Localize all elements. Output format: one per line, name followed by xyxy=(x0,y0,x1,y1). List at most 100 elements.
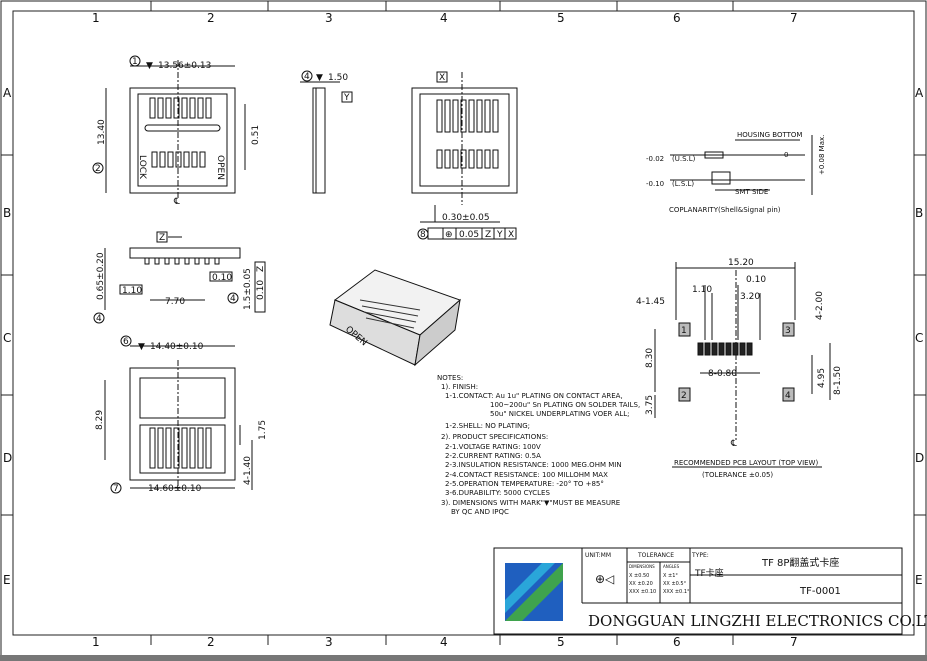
tb-type-label: TYPE: xyxy=(691,552,709,559)
open-view-callout-top: 6 xyxy=(123,337,129,347)
pcb-signal-pads xyxy=(697,342,753,356)
company-logo xyxy=(505,563,563,621)
row-label-D-right: D xyxy=(915,451,924,465)
front-view-callout-left-circle xyxy=(93,312,105,324)
side-view xyxy=(300,81,353,194)
row-label-A: A xyxy=(3,86,12,100)
note-line: 1-1.CONTACT: Au 1u" PLATING ON CONTACT A… xyxy=(445,392,623,400)
note-line: 3-6.DURABILITY: 5000 CYCLES xyxy=(445,489,550,497)
col-label-5-bottom: 5 xyxy=(557,635,565,649)
front-view-callout-left: 4 xyxy=(96,314,102,324)
front-view-dim-pin: 1.5±0.05 xyxy=(243,268,253,310)
top-view-callout-circle xyxy=(129,55,141,67)
row-label-C-right: C xyxy=(915,331,923,345)
note-line: 100~200u" Sn PLATING ON SOLDER TAILS, xyxy=(490,401,640,409)
row-label-A-right: A xyxy=(915,86,924,100)
grid-ticks xyxy=(1,1,926,645)
tb-angle-row: XXX ±0.1° xyxy=(663,589,690,595)
top-view-width: 13.56±0.13 xyxy=(158,61,211,71)
row-label-E-right: E xyxy=(915,573,923,587)
pcb-d5: 4-2.00 xyxy=(815,291,825,320)
iso-view-contacts xyxy=(359,299,421,329)
tb-angle-row: X ±1° xyxy=(663,573,678,579)
notes-block: NOTES: 1). FINISH: 1-1.CONTACT: Au 1u" P… xyxy=(437,374,640,516)
row-label-E: E xyxy=(3,573,11,587)
iso-view xyxy=(329,269,461,367)
note-line: 2). PRODUCT SPECIFICATIONS: xyxy=(441,433,548,441)
open-view-callout-bottom: 7 xyxy=(113,484,119,494)
pcb-pad-2 xyxy=(678,387,691,402)
bottom-view-fcf-datum-y: Y xyxy=(496,230,503,240)
coplanarity-usl-label: (U.S.L) xyxy=(672,155,696,163)
top-view-height-callout-circle xyxy=(92,162,104,174)
bottom-scrollbar xyxy=(0,655,927,661)
pcb-pad-1 xyxy=(678,322,691,337)
top-view-contacts-upper xyxy=(149,97,212,119)
note-line: BY QC AND IPQC xyxy=(451,508,509,516)
front-view-fcf-frame xyxy=(254,261,266,313)
pcb-d7: 8-0.80 xyxy=(708,369,737,379)
pcb-caption: RECOMMENDED PCB LAYOUT (TOP VIEW) xyxy=(674,459,818,467)
top-view-height: 13.40 xyxy=(97,119,107,145)
side-view-mark: ▼ xyxy=(316,73,323,83)
open-view-dim-right: 1.75 xyxy=(258,420,268,440)
open-view-dim-left: 8.29 xyxy=(95,410,105,430)
side-view-callout-circle xyxy=(301,70,313,82)
tb-unit: UNIT:MM xyxy=(585,552,611,559)
front-view xyxy=(104,231,266,313)
open-view-callout-top-circle xyxy=(120,335,132,347)
top-view-inner xyxy=(137,93,228,187)
bottom-view xyxy=(411,71,518,240)
iso-view-side xyxy=(414,298,461,367)
row-label-B: B xyxy=(3,206,11,220)
coplanarity-housing-bottom: HOUSING BOTTOM xyxy=(737,131,802,139)
logo-green-stroke xyxy=(505,563,563,621)
top-view-open-label: OPEN xyxy=(215,155,225,180)
tb-part-number: TF-0001 xyxy=(799,586,841,597)
front-view-callout-right: 4 xyxy=(230,294,236,304)
pcb-pad-3 xyxy=(782,322,795,337)
open-view-width-top: 14.40±0.10 xyxy=(150,342,204,352)
side-view-datum: Y xyxy=(343,93,350,103)
tb-tol-row: XXX ±0.10 xyxy=(629,589,656,595)
col-label-4-bottom: 4 xyxy=(440,635,448,649)
coplanarity-lsl: -0.10 xyxy=(646,180,664,188)
tb-tol-row: X ±0.50 xyxy=(629,573,649,579)
bottom-view-fcf-datum-x: X xyxy=(508,230,514,240)
side-view-callout: 4 xyxy=(304,72,310,82)
coplanarity-caption: COPLANARITY(Shell&Signal pin) xyxy=(669,206,781,214)
bottom-view-fcf-callout: 8 xyxy=(420,230,426,240)
open-view-callout-bottom-circle xyxy=(110,482,122,494)
bottom-view-fcf-symbol: ⊕ xyxy=(445,230,453,240)
bottom-view-datum-box xyxy=(436,71,448,83)
front-view-datum: Z xyxy=(159,233,165,243)
bottom-view-fcf-callout-circle xyxy=(417,228,429,240)
pcb-d9: 4.95 xyxy=(817,368,827,388)
col-label-7-bottom: 7 xyxy=(790,635,798,649)
col-label-3-bottom: 3 xyxy=(325,635,333,649)
open-view-base xyxy=(139,424,226,474)
row-label-D: D xyxy=(3,451,12,465)
side-view-datum-box xyxy=(341,91,353,103)
front-view-dim-height: 0.65±0.20 xyxy=(96,252,106,300)
pcb-d6: 8.30 xyxy=(645,348,655,368)
note-line: 3). DIMENSIONS WITH MARK"▼"MUST BE MEASU… xyxy=(441,499,620,507)
pcb-width: 15.20 xyxy=(728,258,754,268)
row-label-C: C xyxy=(3,331,11,345)
pcb-d8: 3.75 xyxy=(645,395,655,415)
note-line: 2-5.OPERATION TEMPERATURE: -20° TO +85° xyxy=(445,480,604,488)
open-view-cover xyxy=(139,377,226,419)
pcb-d3: 3.20 xyxy=(740,292,760,302)
col-label-1: 1 xyxy=(92,11,100,25)
note-line: 1-2.SHELL: NO PLATING; xyxy=(445,422,530,430)
bottom-view-contacts-lower xyxy=(436,149,499,169)
open-view-contacts xyxy=(149,427,212,469)
title-block-frame xyxy=(493,547,903,635)
top-view-callout: 1 xyxy=(132,57,138,67)
coplanarity-max: +0.08 Max. xyxy=(818,135,826,175)
bottom-view-fcf-tol: 0.05 xyxy=(459,230,479,240)
front-view-fcf-a: 0.10 xyxy=(256,280,266,300)
open-view-dim-right2: 4-1.40 xyxy=(243,456,253,485)
front-view-pins xyxy=(144,257,220,265)
